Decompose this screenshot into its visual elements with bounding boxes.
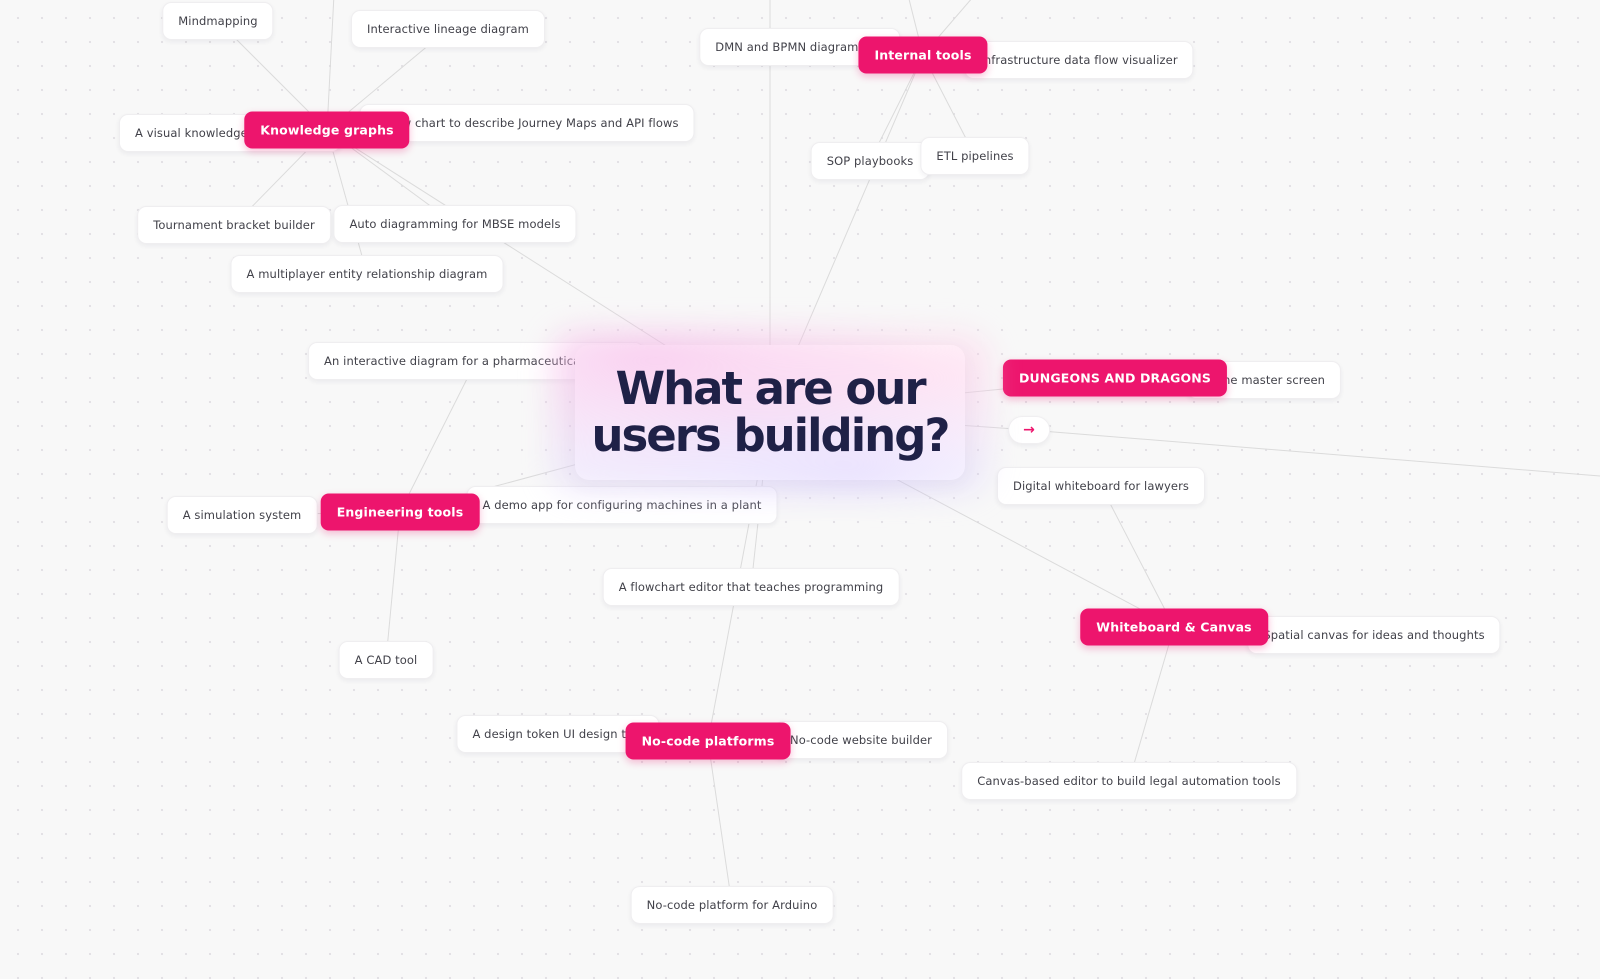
leaf-node-spatial-canvas-label: Spatial canvas for ideas and thoughts	[1263, 628, 1485, 642]
edge	[1128, 626, 1175, 782]
central-topic-line1: What are our	[615, 361, 926, 415]
leaf-node-etl-pipelines[interactable]: ETL pipelines	[920, 137, 1030, 175]
leaf-node-legal-automation-label: Canvas-based editor to build legal autom…	[977, 774, 1281, 788]
category-node-internal-tools[interactable]: Internal tools	[858, 36, 988, 74]
leaf-node-spatial-canvas[interactable]: Spatial canvas for ideas and thoughts	[1247, 616, 1501, 654]
edge	[1028, 429, 1600, 477]
leaf-node-demo-app-label: A demo app for configuring machines in a…	[482, 498, 762, 512]
category-node-engineering-tools[interactable]: Engineering tools	[320, 493, 480, 531]
edge	[326, 129, 368, 275]
central-topic-node[interactable]: What are our users building?	[575, 344, 965, 480]
category-node-knowledge-graphs[interactable]: Knowledge graphs	[244, 111, 410, 149]
leaf-node-lawyers-whiteboard[interactable]: Digital whiteboard for lawyers	[996, 467, 1206, 505]
leaf-node-flowchart-teaches-label: A flowchart editor that teaches programm…	[618, 580, 884, 594]
leaf-node-multiplayer-erd[interactable]: A multiplayer entity relationship diagra…	[230, 255, 504, 293]
edge	[399, 360, 477, 513]
leaf-node-simulation-system[interactable]: A simulation system	[166, 496, 318, 534]
leaf-node-dmn-bpmn-label: DMN and BPMN diagram edit	[715, 40, 885, 54]
leaf-node-mindmapping[interactable]: Mindmapping	[162, 2, 274, 40]
edge	[326, 0, 335, 131]
leaf-node-game-master-label: Game master screen	[1202, 373, 1326, 387]
leaf-node-interactive-lineage[interactable]: Interactive lineage diagram	[351, 10, 545, 48]
category-node-whiteboard-canvas-label: Whiteboard & Canvas	[1096, 619, 1252, 635]
leaf-node-sop-playbooks-label: SOP playbooks	[826, 154, 914, 168]
leaf-node-website-builder[interactable]: No-code website builder	[774, 721, 948, 759]
leaf-node-infra-visualizer-label: Infrastructure data flow visualizer	[980, 53, 1178, 67]
category-node-internal-tools-label: Internal tools	[874, 47, 972, 63]
leaf-node-flowchart-teaches[interactable]: A flowchart editor that teaches programm…	[602, 568, 900, 606]
leaf-node-cad-tool[interactable]: A CAD tool	[338, 641, 434, 679]
leaf-node-mbse-models[interactable]: Auto diagramming for MBSE models	[333, 205, 577, 243]
central-topic-title: What are our users building?	[591, 361, 950, 462]
leaf-node-tournament-bracket-label: Tournament bracket builder	[153, 218, 315, 232]
category-node-dungeons-and-dragons[interactable]: DUNGEONS AND DRAGONS	[1002, 359, 1228, 397]
leaf-node-multiplayer-erd-label: A multiplayer entity relationship diagra…	[246, 267, 488, 281]
leaf-node-arduino[interactable]: No-code platform for Arduino	[630, 886, 834, 924]
leaf-node-etl-pipelines-label: ETL pipelines	[936, 149, 1014, 163]
leaf-node-interactive-lineage-label: Interactive lineage diagram	[367, 22, 529, 36]
leaf-node-arduino-label: No-code platform for Arduino	[646, 898, 818, 912]
category-node-engineering-tools-label: Engineering tools	[336, 504, 464, 520]
leaf-node-journey-maps-label: A flow chart to describe Journey Maps an…	[375, 116, 679, 130]
leaf-node-mindmapping-label: Mindmapping	[178, 14, 258, 28]
leaf-node-tournament-bracket[interactable]: Tournament bracket builder	[137, 206, 331, 244]
edge	[1100, 485, 1175, 628]
leaf-node-simulation-system-label: A simulation system	[182, 508, 302, 522]
leaf-node-mbse-models-label: Auto diagramming for MBSE models	[349, 217, 561, 231]
leaf-node-sop-playbooks[interactable]: SOP playbooks	[810, 142, 930, 180]
central-topic-line2: users building?	[591, 409, 950, 462]
edge	[385, 511, 401, 661]
category-node-no-code-platforms[interactable]: No-code platforms	[625, 722, 791, 760]
leaf-node-website-builder-label: No-code website builder	[790, 733, 932, 747]
right-arrow-icon: →	[1023, 422, 1035, 438]
category-node-knowledge-graphs-label: Knowledge graphs	[260, 122, 394, 138]
arrow-connector[interactable]: →	[1008, 416, 1050, 444]
leaf-node-legal-automation[interactable]: Canvas-based editor to build legal autom…	[961, 762, 1297, 800]
leaf-node-journey-maps[interactable]: A flow chart to describe Journey Maps an…	[359, 104, 695, 142]
leaf-node-lawyers-whiteboard-label: Digital whiteboard for lawyers	[1012, 479, 1190, 493]
category-node-no-code-platforms-label: No-code platforms	[641, 733, 775, 749]
category-node-whiteboard-canvas[interactable]: Whiteboard & Canvas	[1080, 608, 1268, 646]
leaf-node-infra-visualizer[interactable]: Infrastructure data flow visualizer	[964, 41, 1194, 79]
edge	[707, 740, 733, 906]
leaf-node-cad-tool-label: A CAD tool	[354, 653, 418, 667]
category-node-dungeons-and-dragons-label: DUNGEONS AND DRAGONS	[1018, 370, 1212, 386]
leaf-node-design-token-label: A design token UI design tool	[472, 727, 644, 741]
